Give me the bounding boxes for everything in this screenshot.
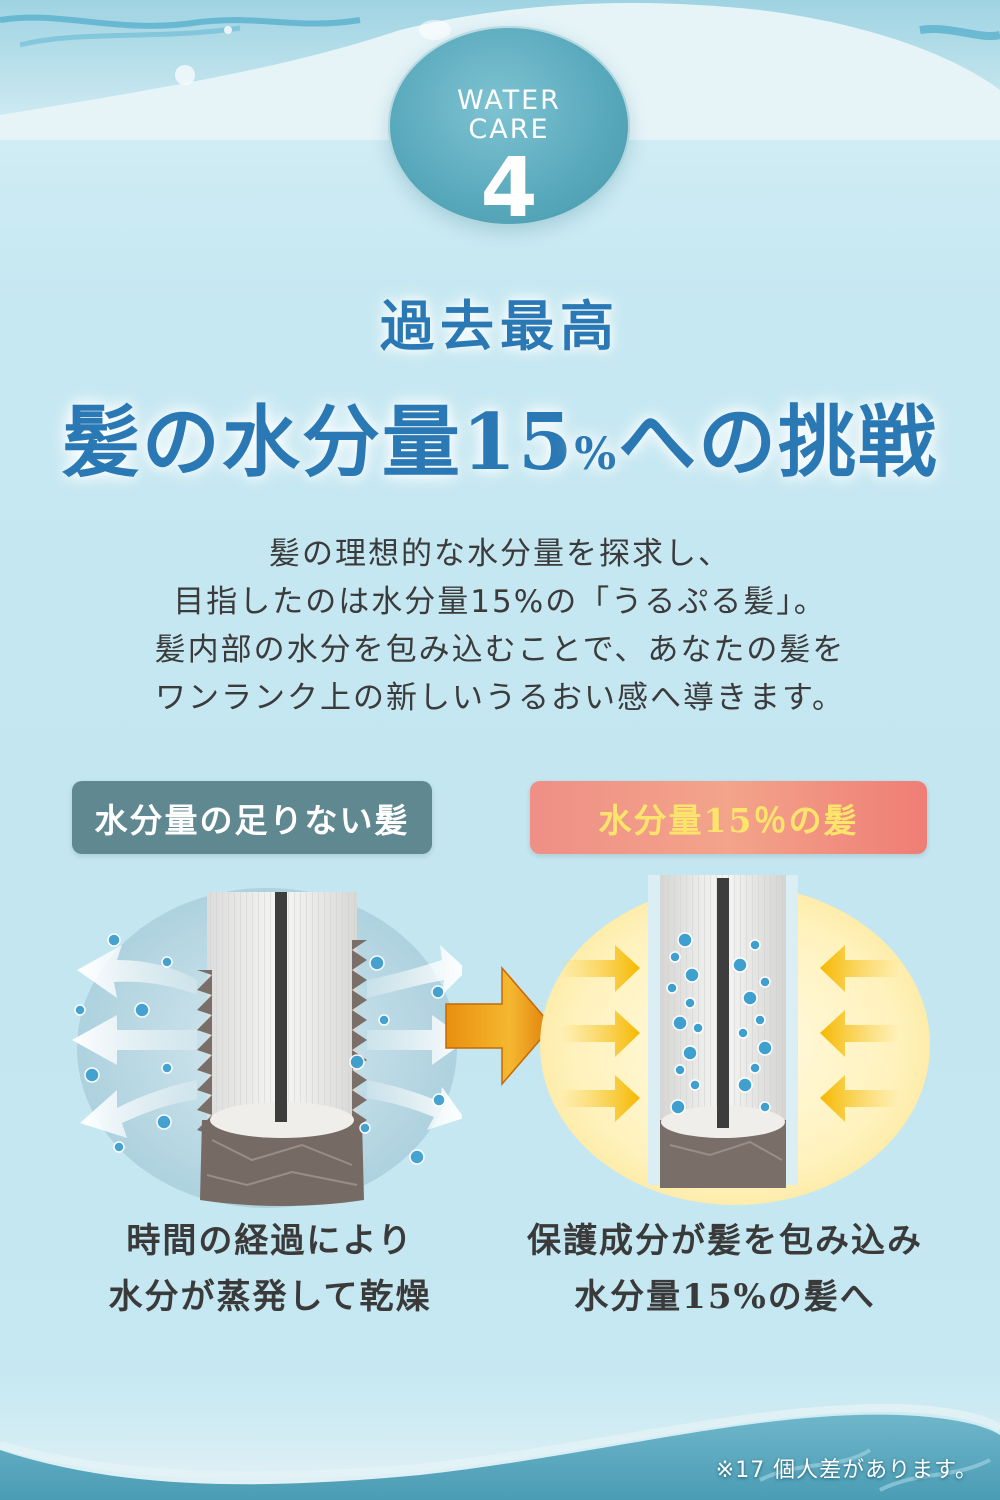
- description-line: ワンランク上の新しいうるおい感へ導きます。: [155, 680, 845, 716]
- caption-line: 水分が蒸発して乾燥: [108, 1277, 432, 1317]
- badge-label-water: WATER: [457, 85, 561, 116]
- description-line: 髪内部の水分を包み込むことで、あなたの髪を: [154, 632, 846, 668]
- headline-main-prefix: 髪の水分量15: [61, 397, 575, 488]
- caption-dry-hair: 時間の経過により 水分が蒸発して乾燥: [80, 1213, 460, 1325]
- badge-number: 4: [480, 141, 538, 236]
- headline-main: 髪の水分量15%への挑戦: [0, 380, 1000, 492]
- label-dry-hair: 水分量の足りない髪: [72, 781, 432, 854]
- badge-label-care: CARE: [468, 114, 550, 145]
- transition-arrow-icon: [445, 966, 553, 1086]
- headline-main-suffix: への挑戦: [618, 397, 939, 488]
- label-moist-hair: 水分量15％の髪: [530, 781, 927, 854]
- description: 髪の理想的な水分量を探求し、 目指したのは水分量15%の「うるぷる髪」。 髪内部…: [0, 530, 1000, 722]
- description-line: 目指したのは水分量15%の「うるぷる髪」。: [173, 584, 827, 620]
- water-care-badge: WATER CARE 4: [388, 26, 630, 234]
- caption-line: 時間の経過により: [126, 1221, 414, 1261]
- moist-hair-illustration: [540, 875, 930, 1205]
- footnote: ※17 個人差があります。: [715, 1458, 978, 1483]
- dry-hair-illustration: [72, 888, 462, 1208]
- water-wave-bottom: [0, 1330, 1000, 1500]
- caption-line: 保護成分が髪を包み込み: [527, 1221, 923, 1261]
- headline-main-percent: %: [574, 429, 619, 480]
- caption-line: 水分量15%の髪へ: [574, 1277, 876, 1317]
- headline-sub: 過去最高: [380, 294, 620, 358]
- caption-moist-hair: 保護成分が髪を包み込み 水分量15%の髪へ: [520, 1213, 930, 1325]
- description-line: 髪の理想的な水分量を探求し、: [269, 536, 731, 572]
